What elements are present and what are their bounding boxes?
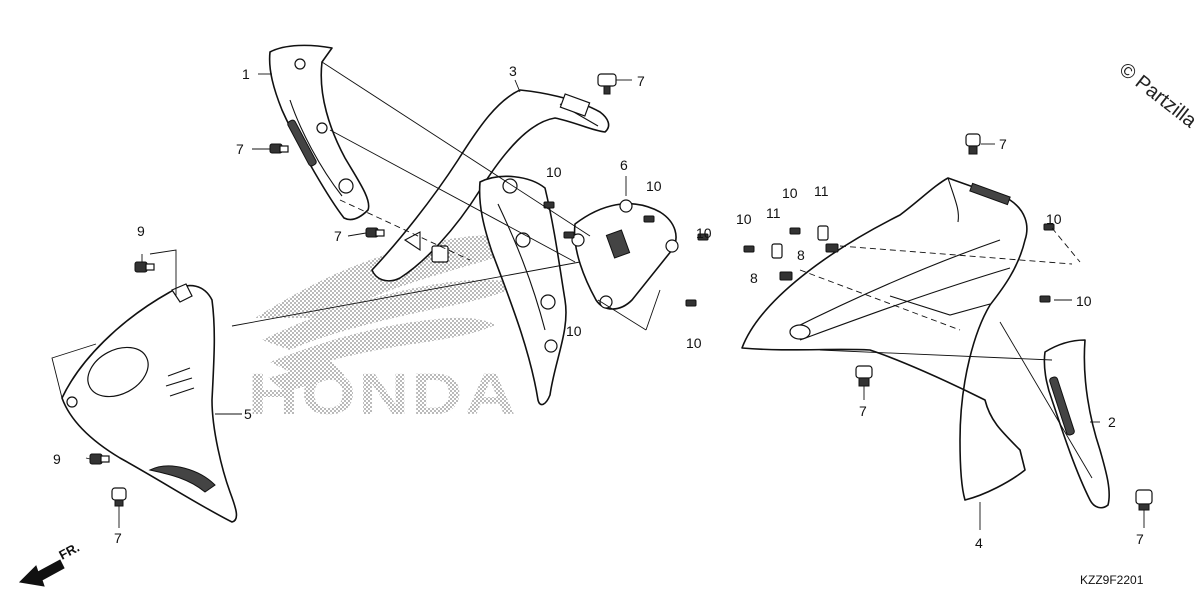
callout-10: 10 bbox=[1046, 211, 1062, 227]
callout-9: 9 bbox=[53, 451, 61, 467]
callout-2: 2 bbox=[1108, 414, 1116, 430]
part-4-right-side-cover bbox=[741, 177, 1028, 501]
part-2-inner-cover-strip bbox=[1043, 339, 1110, 509]
callout-8: 8 bbox=[797, 247, 805, 263]
hardware-fasteners bbox=[89, 73, 1153, 511]
callout-labels: 1 2 3 4 5 6 7 7 7 7 7 7 7 8 8 9 9 10 10 … bbox=[53, 63, 1144, 551]
callout-7: 7 bbox=[859, 403, 867, 419]
callout-5: 5 bbox=[244, 406, 252, 422]
callout-7: 7 bbox=[114, 530, 122, 546]
callout-3: 3 bbox=[509, 63, 517, 79]
part-1-inner-cover-strip bbox=[268, 44, 370, 221]
copyright-watermark: © Partzilla bbox=[1115, 59, 1200, 133]
callout-7: 7 bbox=[236, 141, 244, 157]
callout-10: 10 bbox=[546, 164, 562, 180]
callout-7: 7 bbox=[1136, 531, 1144, 547]
callout-8: 8 bbox=[750, 270, 758, 286]
diagram-code: KZZ9F2201 bbox=[1080, 573, 1144, 587]
honda-watermark-text: HONDA bbox=[248, 362, 518, 427]
callout-9: 9 bbox=[137, 223, 145, 239]
callout-10: 10 bbox=[1076, 293, 1092, 309]
callout-6: 6 bbox=[620, 157, 628, 173]
part-3-center-inner-cover bbox=[371, 89, 610, 406]
callout-10: 10 bbox=[782, 185, 798, 201]
callout-10: 10 bbox=[736, 211, 752, 227]
callout-10: 10 bbox=[646, 178, 662, 194]
callout-7: 7 bbox=[334, 228, 342, 244]
callout-10: 10 bbox=[696, 225, 712, 241]
callout-1: 1 bbox=[242, 66, 250, 82]
callout-11: 11 bbox=[766, 205, 781, 221]
part-5-lower-front-cover bbox=[61, 283, 238, 523]
callout-4: 4 bbox=[975, 535, 983, 551]
callout-10: 10 bbox=[566, 323, 582, 339]
part-6-cover-bracket bbox=[571, 199, 679, 310]
front-direction-label: FR. bbox=[56, 540, 82, 563]
front-direction-arrow: FR. bbox=[18, 540, 82, 587]
callout-7: 7 bbox=[637, 73, 645, 89]
callout-10: 10 bbox=[686, 335, 702, 351]
leader-lines bbox=[51, 61, 1145, 530]
callout-7: 7 bbox=[999, 136, 1007, 152]
callout-11: 11 bbox=[814, 183, 829, 199]
